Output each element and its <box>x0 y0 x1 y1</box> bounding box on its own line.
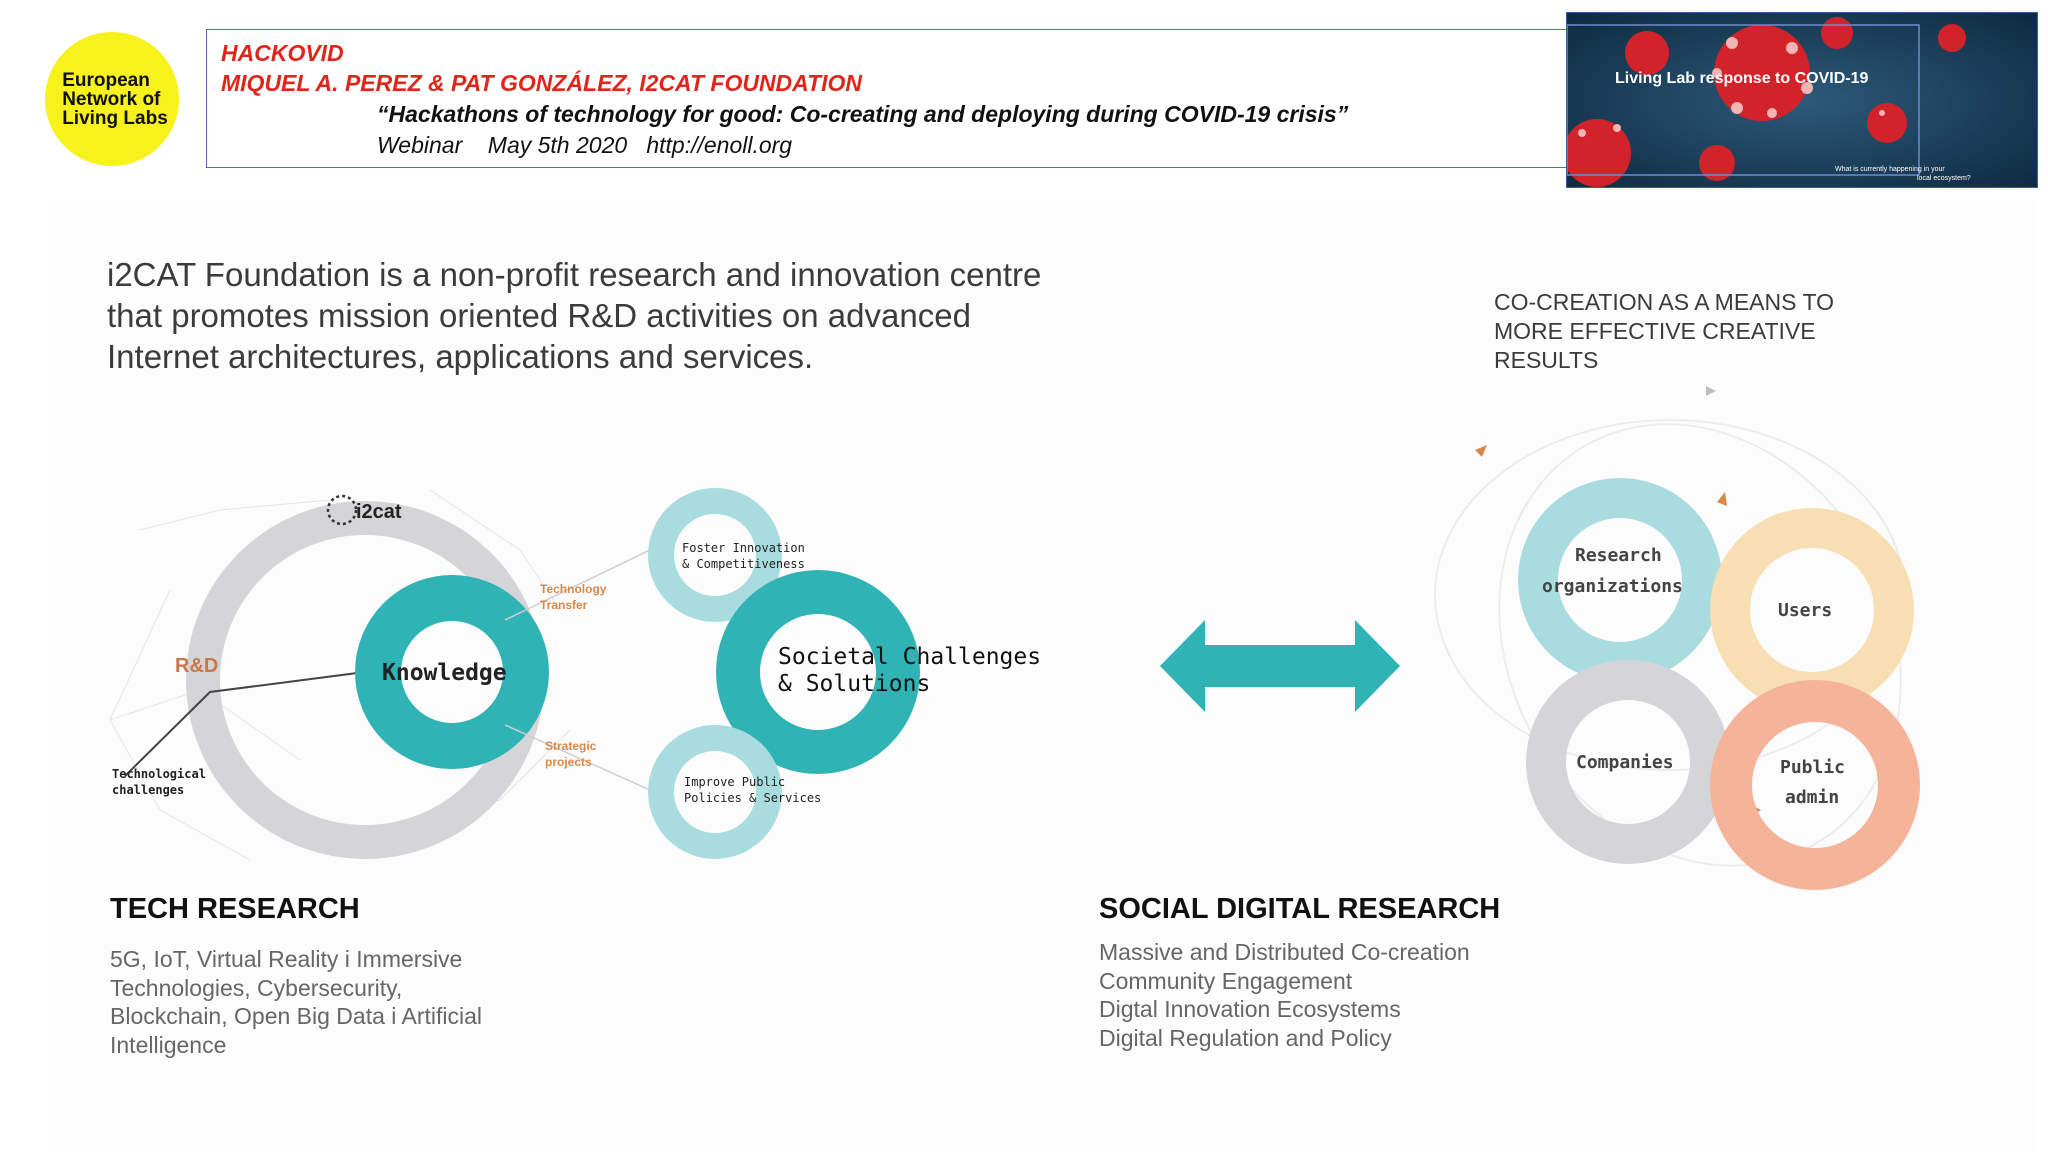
public-admin-label: admin <box>1785 787 1839 808</box>
foster-innovation-label: & Competitiveness <box>682 557 805 571</box>
public-admin-ring <box>1710 680 1920 890</box>
research-orgs-label: organizations <box>1542 576 1683 597</box>
social-research-line: Massive and Distributed Co-creation <box>1099 939 1470 965</box>
companies-label: Companies <box>1576 752 1674 773</box>
tech-challenges-label: challenges <box>112 783 184 797</box>
improve-policies-label: Improve Public <box>684 775 785 789</box>
knowledge-ring <box>355 575 549 769</box>
tech-research-line: Intelligence <box>110 1031 227 1058</box>
enoll-logo: European Network of Living Labs <box>45 32 179 166</box>
enoll-logo-text: European Network of Living Labs <box>62 69 168 129</box>
social-research-title: SOCIAL DIGITAL RESEARCH <box>1099 893 1501 925</box>
thumbnail-caption-2: local ecosystem? <box>1917 175 1971 182</box>
research-orgs-label: Research <box>1575 545 1662 566</box>
tech-research-description: 5G, IoT, Virtual Reality i Immersive Tec… <box>110 945 482 1059</box>
thumbnail-caption-1: What is currently happening in your <box>1835 166 1945 173</box>
connector-line <box>504 724 651 791</box>
covid-thumbnail: Living Lab response to COVID-19 What is … <box>1566 12 2038 188</box>
i2cat-logo-text: i2cat <box>356 501 402 523</box>
societal-challenges-label: Societal Challenges <box>778 644 1041 670</box>
intro-line: Internet architectures, applications and… <box>107 338 814 375</box>
tech-diagram: i2cat R&D Knowledge Technological challe… <box>109 488 1041 861</box>
strategic-projects-label: Strategic <box>545 739 597 753</box>
event-name: HACKOVID <box>221 40 344 66</box>
improve-policies-ring <box>648 725 782 859</box>
users-label: Users <box>1778 600 1832 621</box>
rd-label: R&D <box>175 655 218 677</box>
knowledge-label: Knowledge <box>382 660 507 686</box>
cocreation-line: RESULTS <box>1494 347 1599 373</box>
pointer-line <box>124 671 366 777</box>
societal-challenges-ring <box>716 570 920 774</box>
double-arrow <box>1160 620 1400 712</box>
i2cat-logo: i2cat <box>326 494 402 526</box>
tech-research-line: Technologies, Cybersecurity, <box>110 974 403 1001</box>
tech-research-line: Blockchain, Open Big Data i Artificial <box>110 1003 483 1029</box>
social-research-description: Massive and Distributed Co-creation Comm… <box>1099 938 1470 1052</box>
tech-research-line: 5G, IoT, Virtual Reality i Immersive <box>110 946 463 972</box>
cocreation-caption: CO-CREATION AS A MEANS TO MORE EFFECTIVE… <box>1494 288 1834 375</box>
social-diagram: Research organizations Users Companies P… <box>1434 386 1920 890</box>
companies-ring <box>1526 660 1730 864</box>
tech-transfer-label: Transfer <box>540 598 588 612</box>
authors: MIQUEL A. PEREZ & PAT GONZÁLEZ, I2CAT FO… <box>221 70 863 96</box>
intro-line: that promotes mission oriented R&D activ… <box>107 297 971 334</box>
cocreation-line: CO-CREATION AS A MEANS TO <box>1494 289 1834 315</box>
tech-transfer-label: Technology <box>540 582 607 596</box>
tech-challenges-label: Technological <box>112 767 206 781</box>
societal-challenges-label: & Solutions <box>778 671 930 697</box>
virus-illustration: Living Lab response to COVID-19 What is … <box>1567 13 2037 187</box>
cocreation-line: MORE EFFECTIVE CREATIVE <box>1494 318 1816 344</box>
webinar-meta: Webinar May 5th 2020 http://enoll.org <box>377 132 793 158</box>
foster-innovation-label: Foster Innovation <box>682 541 805 555</box>
social-research-line: Community Engagement <box>1099 967 1353 994</box>
social-research-line: Digital Regulation and Policy <box>1099 1024 1392 1051</box>
public-admin-label: Public <box>1780 757 1845 778</box>
tech-research-title: TECH RESEARCH <box>110 893 360 925</box>
connector-line <box>504 549 651 621</box>
intro-line: i2CAT Foundation is a non-profit researc… <box>107 256 1042 293</box>
foster-innovation-ring <box>648 488 782 622</box>
improve-policies-label: Policies & Services <box>684 791 821 805</box>
strategic-projects-label: projects <box>545 755 592 769</box>
thumbnail-title: Living Lab response to COVID-19 <box>1615 70 1868 87</box>
talk-title: “Hackathons of technology for good: Co-c… <box>377 101 1349 127</box>
social-research-line: Digtal Innovation Ecosystems <box>1099 996 1401 1022</box>
intro-paragraph: i2CAT Foundation is a non-profit researc… <box>107 254 1147 377</box>
